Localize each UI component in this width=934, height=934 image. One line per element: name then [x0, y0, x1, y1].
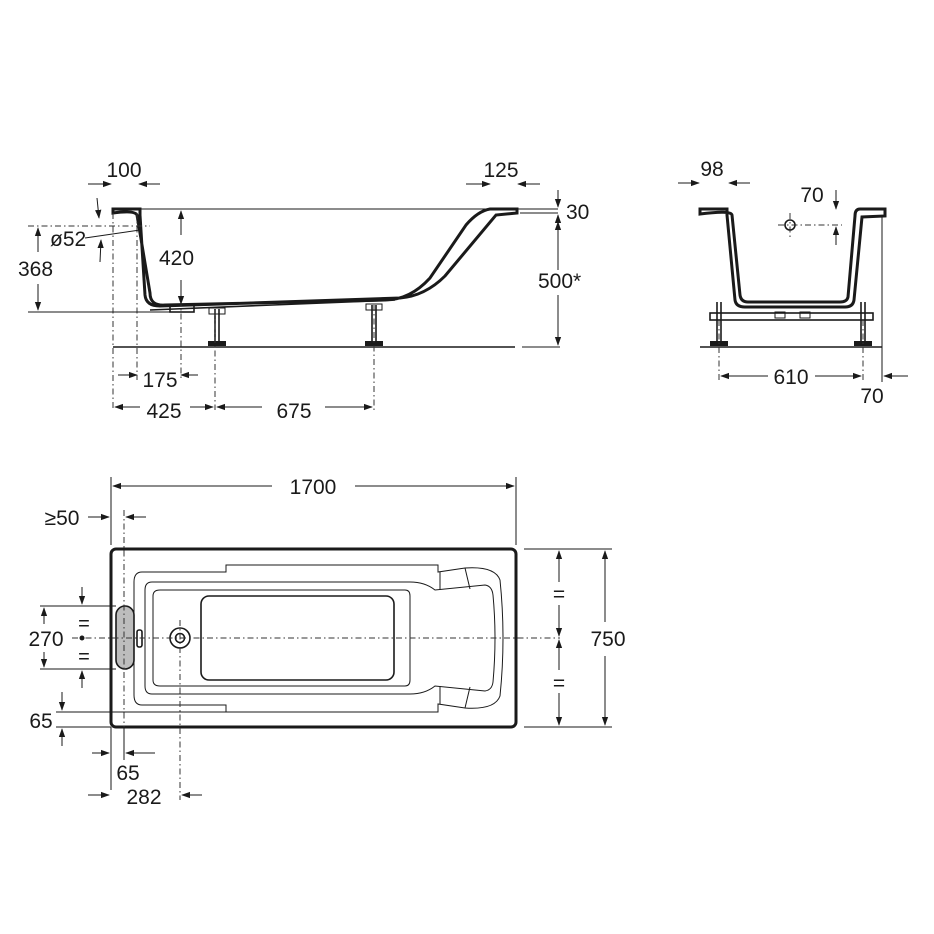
dim-drain-position-label: 282 — [126, 786, 161, 809]
dim-overflow-diameter-label: ø52 — [50, 228, 86, 251]
dim-end-rim-width-label: 98 — [700, 158, 723, 181]
dim-overflow-height-label: 368 — [18, 258, 53, 281]
dim-end-frame-offset-label: 70 — [860, 385, 883, 408]
dim-length-label: 1700 — [290, 476, 337, 499]
dim-width-label: 750 — [590, 628, 625, 651]
end-frame-feet — [710, 302, 872, 346]
side-view: 100 125 30 500* 420 ø52 368 175 — [18, 159, 589, 423]
dim-leg-spacing-label: 675 — [276, 400, 311, 423]
top-view: 1700 ≥50 750 = = 270 = = 65 — [28, 476, 625, 809]
dim-rim-thickness-label: 30 — [566, 201, 589, 224]
side-tub-base — [149, 299, 396, 311]
end-tub-profile — [698, 207, 887, 309]
dim-total-height-label: 500* — [538, 270, 581, 293]
dim-drain-offset-label: 175 — [142, 369, 177, 392]
dim-rim-right-label: 125 — [483, 159, 518, 182]
dim-inner-depth-label: 420 — [159, 247, 194, 270]
dim-handle-zone-label: 270 — [28, 628, 63, 651]
dim-wall-clearance-label: ≥50 — [45, 507, 80, 530]
top-bottom-panel — [200, 595, 395, 681]
dim-end-overflow-label: 70 — [800, 184, 823, 207]
top-inner-contour-mid — [144, 581, 496, 695]
side-leg-front — [208, 307, 226, 346]
dim-rim-left-label: 100 — [106, 159, 141, 182]
side-tub-profile — [111, 207, 519, 308]
dim-end-frame-width-label: 610 — [773, 366, 808, 389]
dim-edge-offset-vertical-label: 65 — [29, 710, 52, 733]
end-overflow-symbol — [778, 213, 842, 238]
side-leg-rear — [365, 303, 383, 346]
equal-mark-handle-upper: = — [78, 613, 90, 635]
equal-mark-lower: = — [553, 672, 565, 695]
end-frame-bar — [709, 312, 874, 321]
equal-mark-handle-lower: = — [78, 646, 90, 668]
side-drain-block — [169, 304, 195, 313]
equal-mark-upper: = — [553, 583, 565, 606]
end-view: 98 70 610 70 — [678, 158, 908, 408]
dim-leg-offset-label: 425 — [146, 400, 181, 423]
top-outline — [109, 547, 518, 729]
dim-edge-offset-horizontal-label: 65 — [116, 762, 139, 785]
top-inner-contour-basin — [152, 589, 411, 687]
